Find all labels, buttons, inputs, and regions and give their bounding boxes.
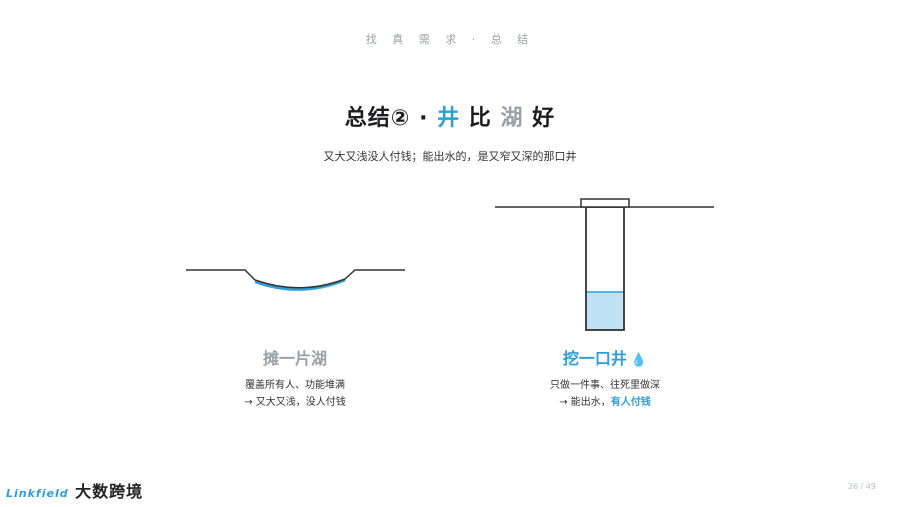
page-subtitle: 又大又浅没人付钱；能出水的，是又窄又深的那口井 [323, 150, 577, 163]
title-prefix: 总结② · [344, 106, 438, 131]
lake-ground-line [186, 269, 405, 289]
lake-conclusion: → 又大又浅，没人付钱 [244, 397, 346, 408]
well-description: 只做一件事、往死里做深 [550, 380, 660, 391]
lake-heading: 摊一片湖 [262, 349, 327, 368]
well-conclusion-highlight: 有人付钱 [610, 397, 651, 408]
page-number: 26 / 49 [847, 482, 876, 491]
well-conclusion: → 能出水，有人付钱 [505, 394, 705, 411]
logo-mark: Linkfield [6, 487, 69, 500]
lake-water-line [254, 278, 346, 291]
well-water [586, 292, 624, 330]
title-word-than: 比 [468, 106, 492, 131]
title-word-lake: 湖 [500, 106, 524, 131]
title-word-good: 好 [532, 106, 556, 131]
water-drop-icon: 💧 [630, 353, 648, 368]
logo-text: 大数跨境 [75, 482, 144, 501]
lake-description: 覆盖所有人、功能堆满 [245, 380, 345, 391]
lake-illustration [186, 269, 405, 292]
well-column: 挖一口井💧 只做一件事、往死里做深 → 能出水，有人付钱 [505, 345, 705, 411]
well-conclusion-prefix: → 能出水， [559, 397, 611, 408]
brand-logo: Linkfield 大数跨境 [6, 478, 143, 502]
well-cap [580, 198, 630, 208]
title-word-well: 井 [437, 106, 461, 131]
page-title: 总结② · 井 比 湖 好 [0, 100, 900, 132]
well-heading: 挖一口井 [562, 349, 627, 368]
well-illustration [495, 198, 714, 331]
section-header: 找 真 需 求 · 总 结 [365, 33, 535, 46]
well-heading-row: 挖一口井💧 [505, 345, 705, 369]
lake-column: 摊一片湖 覆盖所有人、功能堆满 → 又大又浅，没人付钱 [195, 345, 395, 411]
